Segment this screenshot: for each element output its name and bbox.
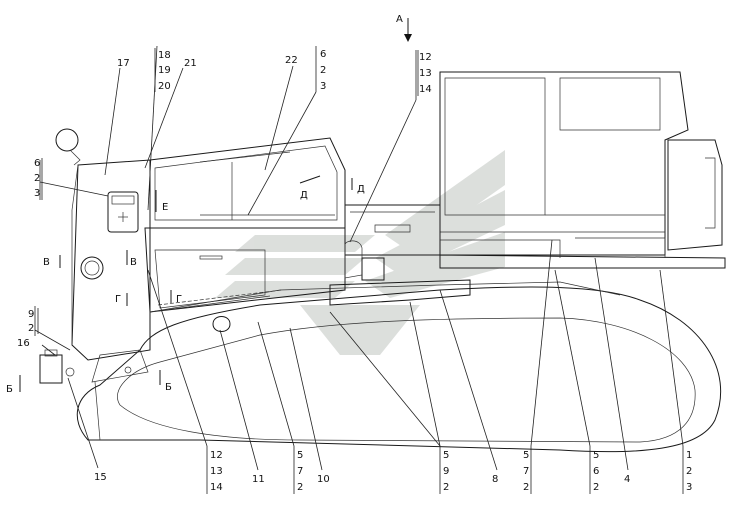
callout-10: 10 (317, 474, 330, 485)
section-d-left: Д (300, 190, 308, 201)
callout-2-b: 2 (443, 482, 449, 493)
section-arrows (19, 18, 412, 392)
lower-left-box (39, 349, 132, 384)
left-hull (71, 159, 151, 441)
callout-6-d: 6 (593, 466, 599, 477)
section-letters: А Д Д Е В В Г Г Б Б (6, 14, 403, 395)
callout-7-c: 7 (523, 466, 529, 477)
callout-2-top: 2 (320, 65, 326, 76)
callout-13-top: 13 (419, 68, 432, 79)
callout-1: 1 (686, 450, 692, 461)
callout-labels: 17 18 19 20 21 22 6 2 3 12 13 14 6 2 3 9… (17, 48, 692, 493)
callout-12-top: 12 (419, 52, 432, 63)
callout-7-a: 7 (297, 466, 303, 477)
section-b-right: Б (165, 382, 172, 393)
callout-2-left-b: 2 (28, 323, 34, 334)
callout-14-bottom: 14 (210, 482, 223, 493)
callout-8: 8 (492, 474, 498, 485)
section-d-right: Д (357, 184, 365, 195)
callout-6-left: 6 (34, 158, 40, 169)
section-e: Е (162, 202, 168, 213)
middle-panel (144, 227, 346, 332)
filler-cap (80, 256, 104, 280)
callout-ticks (37, 50, 419, 334)
section-g-left: Г (115, 294, 121, 305)
callout-12-bottom: 12 (210, 450, 223, 461)
callout-6-top: 6 (320, 49, 326, 60)
callout-5-d: 5 (593, 450, 599, 461)
callout-2-e: 2 (686, 466, 692, 477)
callout-20: 20 (158, 81, 171, 92)
canopy (149, 137, 346, 229)
section-a: А (396, 14, 403, 25)
section-v-right: В (130, 257, 137, 268)
callout-2-left: 2 (34, 173, 40, 184)
callout-19: 19 (158, 65, 171, 76)
callout-5-a: 5 (297, 450, 303, 461)
callout-2-a: 2 (297, 482, 303, 493)
section-g-right: Г (176, 294, 182, 305)
callout-14-top: 14 (419, 84, 432, 95)
callout-3-left: 3 (34, 188, 40, 199)
callout-2-c: 2 (523, 482, 529, 493)
callout-4: 4 (624, 474, 630, 485)
callout-22: 22 (285, 55, 298, 66)
callout-17: 17 (117, 58, 130, 69)
callout-9-b: 9 (443, 466, 449, 477)
deck (329, 204, 726, 306)
callout-13-bottom: 13 (210, 466, 223, 477)
section-v-left: В (43, 257, 50, 268)
callout-11: 11 (252, 474, 265, 485)
lamp-top (55, 128, 81, 166)
callout-21: 21 (184, 58, 197, 69)
callout-3-top: 3 (320, 81, 326, 92)
side-box (107, 191, 139, 233)
callout-9-left: 9 (28, 309, 34, 320)
callout-2-d: 2 (593, 482, 599, 493)
callout-16: 16 (17, 338, 30, 349)
section-b-left: Б (6, 384, 13, 395)
callout-15: 15 (94, 472, 107, 483)
callout-5-b: 5 (443, 450, 449, 461)
leader-lines (34, 45, 684, 494)
callout-3-e: 3 (686, 482, 692, 493)
callout-5-c: 5 (523, 450, 529, 461)
callout-18: 18 (158, 50, 171, 61)
